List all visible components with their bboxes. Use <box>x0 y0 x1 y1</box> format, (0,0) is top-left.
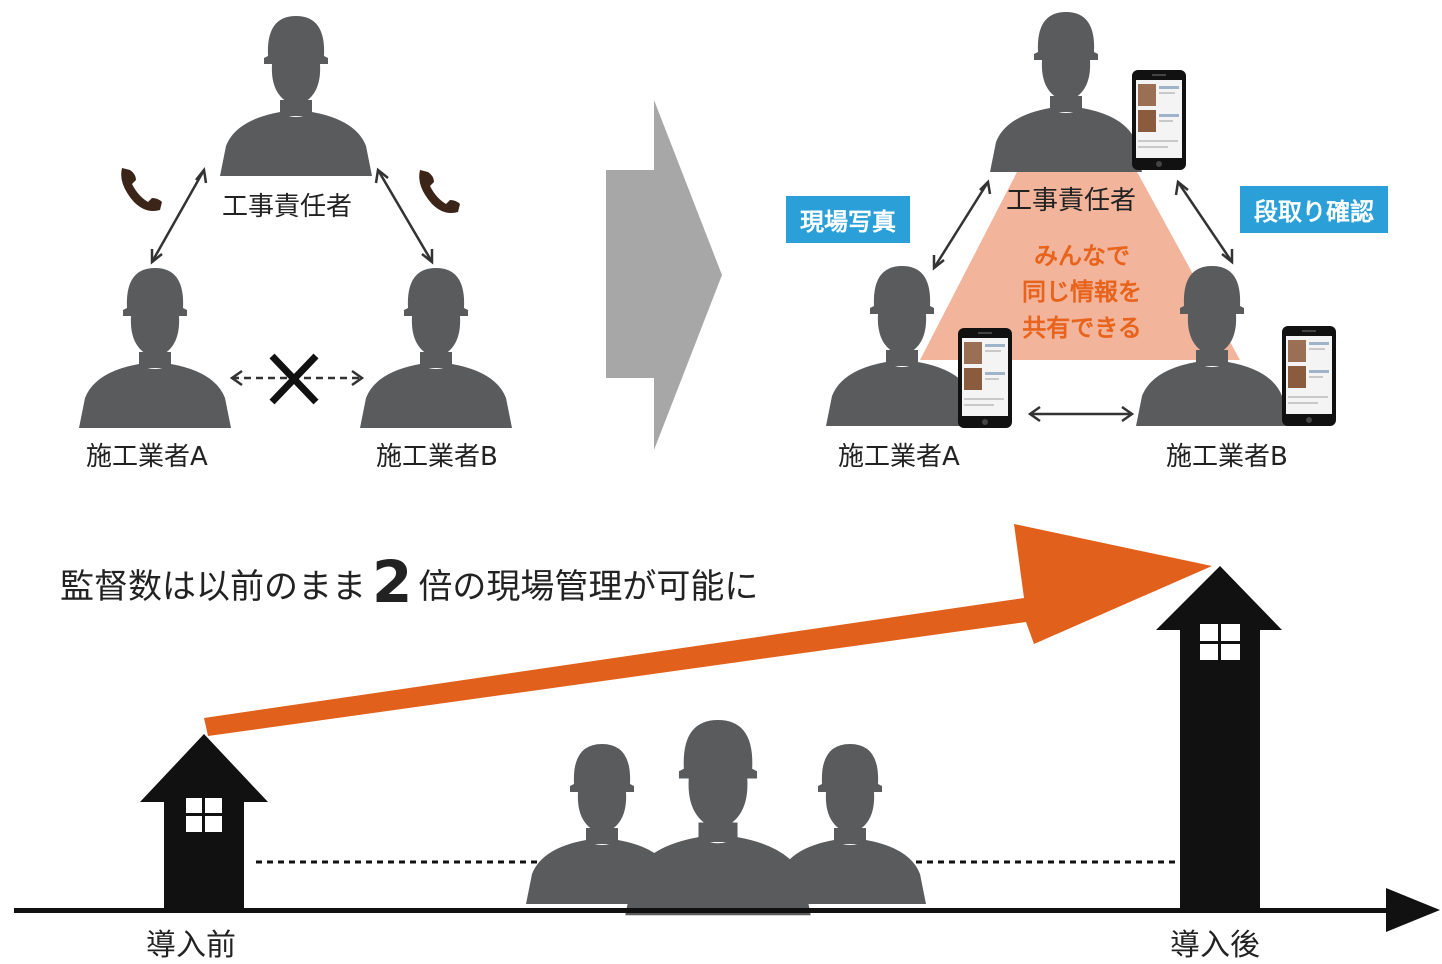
timeline-before-label: 導入前 <box>146 928 236 963</box>
smartphone-icon <box>1132 70 1186 170</box>
transition-arrow <box>606 100 722 450</box>
manager-label-after: 工事責任者 <box>1006 186 1137 216</box>
shared-info-line-1: みんなで <box>1034 242 1130 270</box>
contractor-b-label-after: 施工業者B <box>1166 442 1288 472</box>
contractor-a-figure-before <box>79 268 231 428</box>
tag-schedule-check: 段取り確認 <box>1240 186 1388 233</box>
manager-figure-after <box>990 12 1142 172</box>
shared-info-line-3: 共有できる <box>1022 314 1142 342</box>
manager-figure-before <box>220 16 372 176</box>
timeline-axis <box>14 888 1440 932</box>
link-arrow-right-before <box>374 167 434 265</box>
before-diagram <box>79 16 512 428</box>
link-arrow-left-after <box>932 179 992 271</box>
after-diagram <box>826 12 1336 428</box>
contractor-b-label-before: 施工業者B <box>376 442 498 472</box>
cross-icon <box>269 353 319 405</box>
house-icon <box>1156 566 1282 910</box>
headline-prefix: 監督数は以前のまま <box>60 567 366 607</box>
link-arrow-bottom-after <box>1027 405 1135 423</box>
growth-arrow <box>204 524 1212 736</box>
link-arrow-left-before <box>150 166 208 265</box>
shared-info-line-2: 同じ情報を <box>1022 278 1142 306</box>
phone-icon <box>121 168 162 211</box>
house-icon <box>140 734 268 910</box>
smartphone-icon <box>1282 326 1336 426</box>
timeline-after-label: 導入後 <box>1170 928 1260 963</box>
contractor-a-label-after: 施工業者A <box>838 442 960 472</box>
headline-suffix: 倍の現場管理が可能に <box>418 567 759 607</box>
contractor-a-label-before: 施工業者A <box>86 442 208 472</box>
contractor-b-figure-before <box>360 268 512 428</box>
workers-group <box>526 720 926 916</box>
headline-number: 2 <box>372 548 413 616</box>
phone-icon <box>419 170 460 213</box>
worker-figure <box>625 720 811 916</box>
link-arrow-right-after <box>1174 179 1234 265</box>
shared-info-area <box>920 170 1240 360</box>
tag-site-photos: 現場写真 <box>786 196 910 243</box>
shared-info-message: みんなで 同じ情報を 共有できる <box>990 238 1174 346</box>
manager-label-before: 工事責任者 <box>222 192 353 222</box>
